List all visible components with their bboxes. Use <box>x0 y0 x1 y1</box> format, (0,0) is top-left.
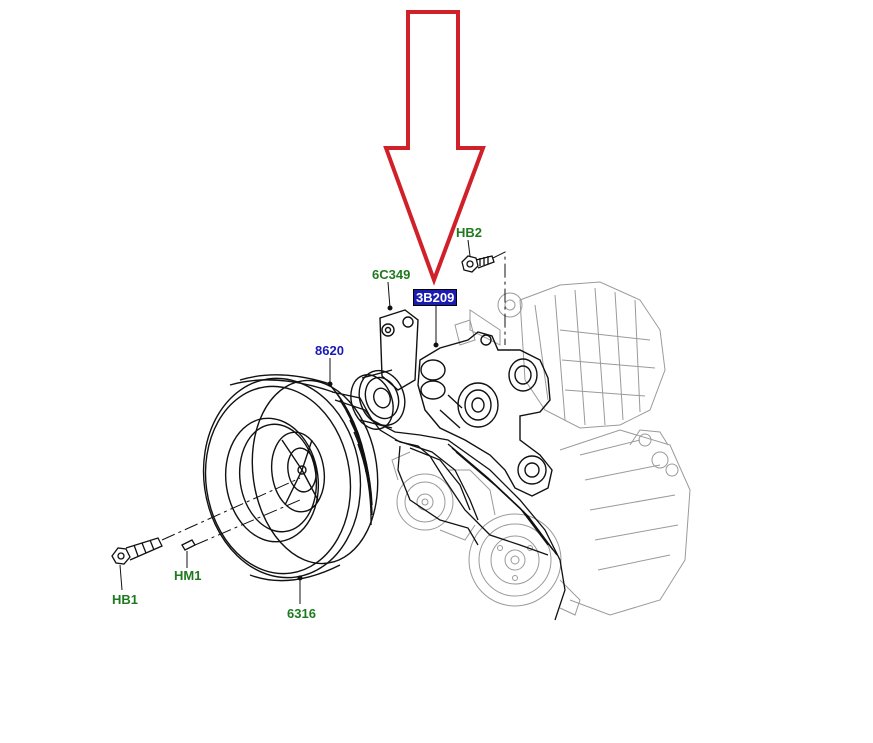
label-hb2[interactable]: HB2 <box>456 225 483 240</box>
label-6316[interactable]: 6316 <box>287 606 316 621</box>
leader-lines <box>119 239 471 604</box>
label-hm1[interactable]: HM1 <box>174 568 202 583</box>
crankshaft-pulley <box>202 374 379 582</box>
engine-background <box>391 281 691 616</box>
bolt-hb2 <box>461 255 495 273</box>
idler-pulley <box>350 309 419 430</box>
label-8620[interactable]: 8620 <box>315 343 344 358</box>
alternator <box>454 281 666 429</box>
label-hb1[interactable]: HB1 <box>112 592 139 607</box>
assembly-lines <box>161 251 506 546</box>
label-3b209-highlighted[interactable]: 3B209 <box>413 289 458 306</box>
ac-compressor <box>468 429 691 616</box>
red-down-arrow <box>383 10 486 286</box>
belt-tensioner <box>417 331 553 497</box>
label-6c349[interactable]: 6C349 <box>372 267 411 282</box>
dowel-hm1 <box>181 539 196 551</box>
water-pump <box>391 451 496 541</box>
bolt-hb1 <box>111 537 163 565</box>
